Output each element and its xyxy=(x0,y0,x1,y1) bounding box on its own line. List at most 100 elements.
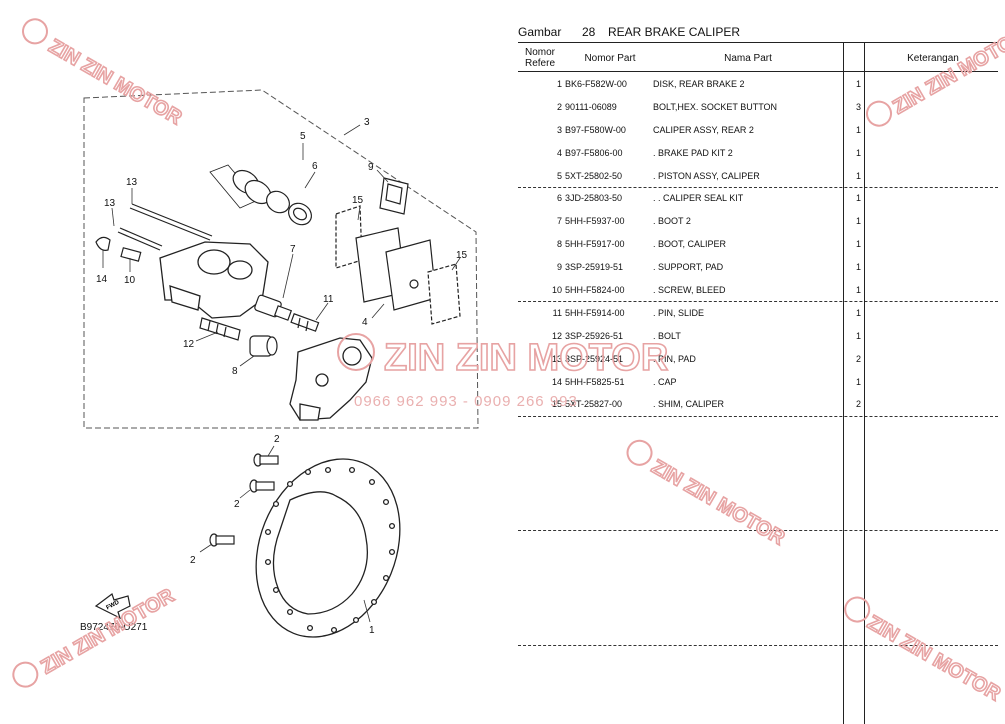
ref-cell: 13 xyxy=(551,353,562,364)
callout-15a: 15 xyxy=(352,195,364,206)
drawing-code: B972470-U271 xyxy=(80,622,148,633)
quantity-cell: 1 xyxy=(855,376,861,387)
quantity-cell: 1 xyxy=(855,193,861,204)
quantity-cell: 1 xyxy=(855,147,861,158)
quantity-cell: 1 xyxy=(855,124,861,135)
parts-list: Gambar 28 REAR BRAKE CALIPER Nomor Refer… xyxy=(518,22,998,724)
pin-slide xyxy=(290,313,320,332)
caliper-bracket xyxy=(289,337,373,421)
header-part-name: Nama Part xyxy=(724,52,772,64)
pad-pins xyxy=(117,203,213,251)
quantity-cell: 2 xyxy=(855,353,861,364)
quantity-cell: 1 xyxy=(855,285,861,296)
part-name-cell: . PISTON ASSY, CALIPER xyxy=(653,170,760,181)
quantity-cell: 1 xyxy=(855,330,861,341)
header-part-no: Nomor Part xyxy=(584,52,636,64)
ref-cell: 6 xyxy=(556,193,562,204)
ref-cell: 3 xyxy=(556,124,562,135)
part-number-cell: B97-F5806-00 xyxy=(565,147,623,158)
ref-cell: 5 xyxy=(556,170,562,181)
part-number-cell: 5XT-25802-50 xyxy=(565,170,623,181)
ref-cell: 10 xyxy=(551,285,562,296)
callout-15b: 15 xyxy=(456,250,468,261)
part-name-cell: . BOOT 2 xyxy=(653,216,691,227)
boot-2 xyxy=(254,294,293,321)
part-name-cell: . SHIM, CALIPER xyxy=(653,399,725,410)
callout-8: 8 xyxy=(232,366,238,377)
column-separator-qty-left xyxy=(843,42,844,724)
part-number-cell: 3SP-25926-51 xyxy=(565,330,624,341)
figure-label: Gambar xyxy=(518,25,562,39)
callout-3: 3 xyxy=(364,117,370,128)
part-name-cell: . . CALIPER SEAL KIT xyxy=(653,193,744,204)
callout-5: 5 xyxy=(300,131,306,142)
part-name-cell: . PIN, SLIDE xyxy=(653,307,705,318)
ref-cell: 9 xyxy=(556,262,562,273)
column-separator-qty-right xyxy=(864,42,865,724)
part-number-cell: 5HH-F5937-00 xyxy=(565,216,625,227)
part-name-cell: BOLT,HEX. SOCKET BUTTON xyxy=(653,101,778,112)
caliper-assy-outline xyxy=(83,89,479,429)
ref-cell: 14 xyxy=(551,376,562,387)
part-number-cell: 5HH-F5914-00 xyxy=(565,307,625,318)
part-number-cell: 5HH-F5917-00 xyxy=(565,239,625,250)
ref-cell: 8 xyxy=(556,239,562,250)
figure-number: 28 xyxy=(582,25,596,39)
diagram-drawing: 1 2 2 2 3 4 5 6 7 8 9 10 11 12 13 13 14 … xyxy=(80,89,479,638)
callout-2b: 2 xyxy=(234,499,240,510)
ref-cell: 12 xyxy=(551,330,562,341)
callout-6: 6 xyxy=(312,161,318,172)
pad-support xyxy=(379,177,409,215)
header-ref: Nomor Refere xyxy=(524,47,555,69)
figure-title: REAR BRAKE CALIPER xyxy=(608,25,741,39)
part-name-cell: . CAP xyxy=(653,376,677,387)
group-separator xyxy=(518,415,998,417)
fwd-arrow-icon xyxy=(94,593,131,620)
part-number-cell: 5XT-25827-00 xyxy=(565,399,623,410)
ref-cell: 4 xyxy=(556,147,562,158)
group-separator xyxy=(518,530,998,531)
svg-text:ZIN ZIN MOTOR: ZIN ZIN MOTOR xyxy=(648,456,789,550)
disc-bolts xyxy=(209,453,279,547)
ref-cell: 15 xyxy=(551,399,562,410)
header-remarks: Keterangan xyxy=(907,52,959,64)
callout-2c: 2 xyxy=(190,555,196,566)
ref-cell: 7 xyxy=(556,216,562,227)
group-separator xyxy=(518,186,998,188)
ref-cell: 1 xyxy=(556,79,562,89)
callout-2a: 2 xyxy=(274,434,280,445)
callout-13b: 13 xyxy=(104,198,116,209)
callout-12: 12 xyxy=(183,339,195,350)
callout-4: 4 xyxy=(362,317,368,328)
part-name-cell: . BOOT, CALIPER xyxy=(653,239,727,250)
ref-cell: 11 xyxy=(552,307,562,318)
piston-group xyxy=(209,164,312,226)
ref-cell: 2 xyxy=(556,101,562,112)
watermark-mid-right: ZIN ZIN MOTOR xyxy=(626,439,789,551)
part-number-cell: 5HH-F5824-00 xyxy=(565,285,625,296)
boot-caliper xyxy=(249,335,278,357)
quantity-cell: 1 xyxy=(855,239,861,250)
brake-pads-and-shims xyxy=(335,205,461,325)
part-number-cell: 3JD-25803-50 xyxy=(565,193,623,204)
callout-11: 11 xyxy=(323,294,334,305)
quantity-cell: 3 xyxy=(855,101,861,112)
callout-14: 14 xyxy=(96,274,108,285)
part-number-cell: 3SP-25919-51 xyxy=(565,262,624,273)
part-number-cell: 90111-06089 xyxy=(565,101,617,112)
